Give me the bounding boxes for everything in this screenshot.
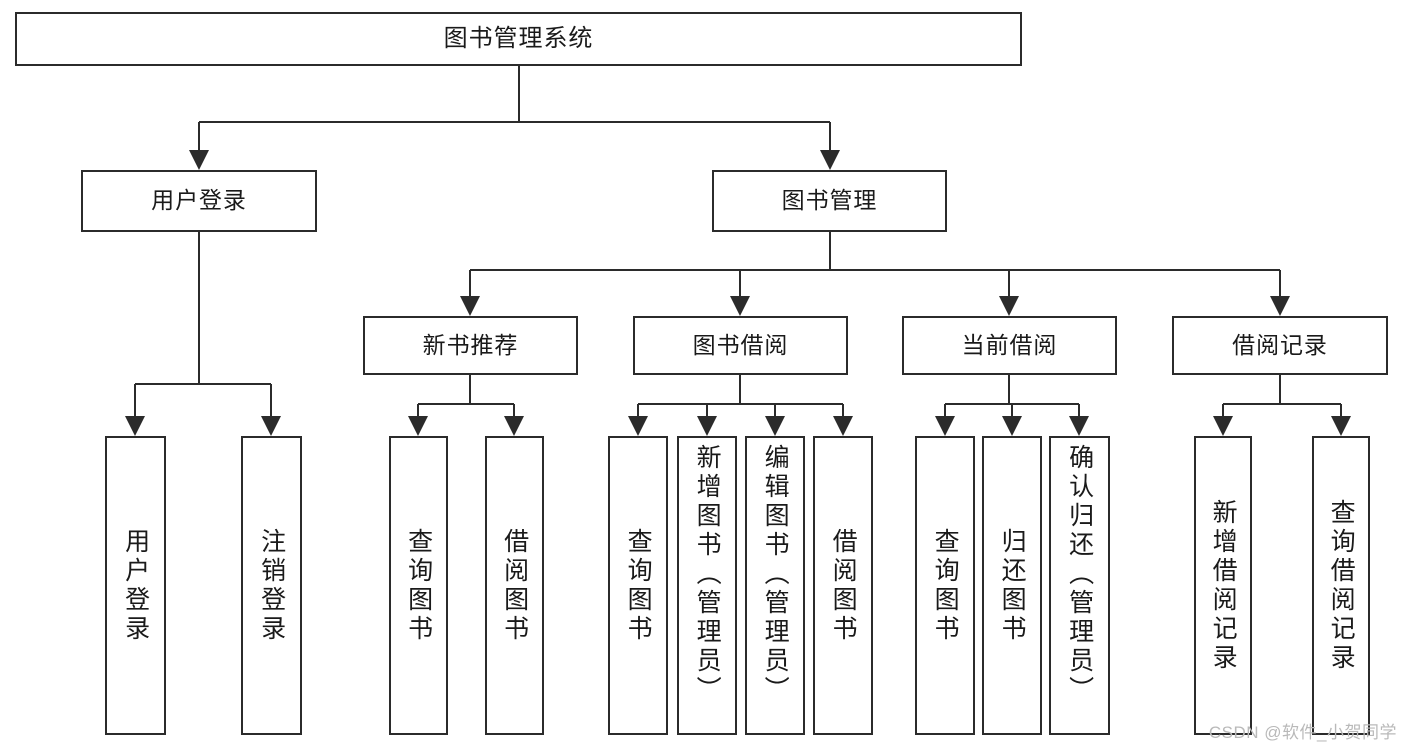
node-user-login[interactable]: 用户登录 — [81, 170, 317, 232]
csdn-watermark: CSDN @软件_小贺同学 — [1208, 723, 1397, 742]
leaf-confirm-return-admin[interactable]: 确认归还（管理员） — [1049, 436, 1110, 735]
leaf-query-book-borrow[interactable]: 查询图书 — [608, 436, 668, 735]
leaf-add-borrow-record[interactable]: 新增借阅记录 — [1194, 436, 1252, 735]
connector-bookborrow-to-leaves — [628, 375, 853, 436]
connector-currentborrow-to-leaves — [935, 375, 1089, 436]
node-label: 图书管理系统 — [443, 24, 594, 52]
node-label: 借阅图书 — [500, 527, 529, 644]
leaf-edit-book-admin[interactable]: 编辑图书（管理员） — [745, 436, 805, 735]
leaf-query-book-newbook[interactable]: 查询图书 — [389, 436, 448, 735]
leaf-borrow-book-newbook[interactable]: 借阅图书 — [485, 436, 544, 735]
leaf-user-login[interactable]: 用户登录 — [105, 436, 166, 735]
node-label: 新书推荐 — [422, 331, 519, 358]
connector-newbook-to-leaves — [408, 375, 524, 436]
node-label: 当前借阅 — [961, 331, 1058, 358]
connector-userlogin-to-leaves — [125, 232, 281, 436]
leaf-add-book-admin[interactable]: 新增图书（管理员） — [677, 436, 737, 735]
node-book-manage[interactable]: 图书管理 — [712, 170, 947, 232]
node-label: 图书管理 — [781, 187, 878, 214]
connector-bookmanage-to-level2 — [460, 232, 1290, 316]
leaf-borrow-book-borrow[interactable]: 借阅图书 — [813, 436, 873, 735]
node-label: 新增图书（管理员） — [693, 444, 722, 705]
connector-borrowrecord-to-leaves — [1213, 375, 1351, 436]
node-label: 归还图书 — [998, 527, 1027, 644]
node-label: 查询图书 — [624, 527, 653, 644]
node-borrow-record[interactable]: 借阅记录 — [1172, 316, 1388, 375]
node-label: 查询借阅记录 — [1327, 498, 1356, 673]
node-current-borrow[interactable]: 当前借阅 — [902, 316, 1117, 375]
node-label: 编辑图书（管理员） — [761, 444, 790, 705]
leaf-query-borrow-record[interactable]: 查询借阅记录 — [1312, 436, 1370, 735]
node-label: 查询图书 — [404, 527, 433, 644]
node-label: 图书借阅 — [692, 331, 789, 358]
leaf-logout-login[interactable]: 注销登录 — [241, 436, 302, 735]
node-root-system[interactable]: 图书管理系统 — [15, 12, 1022, 66]
leaf-return-book[interactable]: 归还图书 — [982, 436, 1042, 735]
node-label: 借阅记录 — [1232, 331, 1328, 358]
node-label: 新增借阅记录 — [1209, 498, 1238, 673]
connector-root-to-level1 — [189, 66, 840, 170]
leaf-query-book-current[interactable]: 查询图书 — [915, 436, 975, 735]
node-label: 注销登录 — [257, 527, 286, 644]
node-label: 用户登录 — [121, 527, 150, 644]
node-label: 用户登录 — [151, 187, 247, 214]
node-new-book-rec[interactable]: 新书推荐 — [363, 316, 578, 375]
node-label: 确认归还（管理员） — [1065, 444, 1094, 705]
node-label: 借阅图书 — [829, 527, 858, 644]
node-label: 查询图书 — [931, 527, 960, 644]
node-book-borrow[interactable]: 图书借阅 — [633, 316, 848, 375]
